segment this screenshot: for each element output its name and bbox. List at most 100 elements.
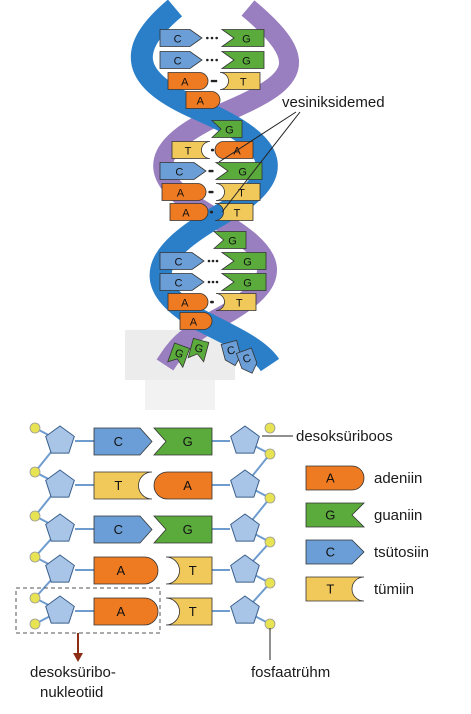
base-letter: G [183, 434, 193, 449]
legend-swatch-guanine: G [305, 502, 365, 528]
base-letter: C [114, 434, 123, 449]
phosphate-group [29, 551, 41, 563]
guanine-shape [305, 502, 365, 528]
cytosine-shape [220, 339, 242, 367]
thymine-shape [93, 471, 153, 500]
deoxyribose-label: desoksüriboos [296, 428, 393, 445]
adenine-shape [161, 183, 207, 201]
ladder-base-right: T [165, 597, 213, 626]
thymine-shape [215, 293, 257, 311]
base-letter: G [242, 56, 251, 68]
base-letter: G [183, 522, 193, 537]
base-letter: C [175, 278, 183, 290]
cytosine-shape [159, 51, 203, 69]
helix-base-left: C [159, 162, 207, 180]
hydrogen-bond-dot [210, 79, 214, 83]
helix-base-left: A [167, 72, 209, 90]
helix-base-left: T [171, 141, 211, 159]
nucleotide-label-line2: nukleotiid [40, 684, 103, 701]
hydrogen-bond-dot [211, 169, 214, 173]
base-letter: C [174, 34, 182, 46]
helix-base-right: G [214, 162, 263, 180]
cytosine-shape [93, 515, 153, 544]
ladder-base-right: T [165, 556, 213, 585]
deoxyribose-sugar [45, 513, 75, 542]
base-letter: T [236, 298, 243, 310]
base-letter: G [243, 278, 252, 290]
thymine-shape [214, 203, 254, 221]
base-letter: A [182, 208, 190, 220]
thymine-shape [171, 141, 211, 159]
deoxyribose-sugar [45, 425, 75, 454]
ladder-base-right: G [153, 427, 213, 456]
helix-base-left: C [159, 273, 205, 291]
deoxyribose-sugar [45, 469, 75, 498]
hydrogen-bond-dot [215, 259, 219, 263]
helix-base-right: T [215, 293, 257, 311]
hydrogen-bond-dot [211, 190, 214, 194]
deoxyribose-sugar [230, 595, 260, 624]
base-letter: A [117, 563, 126, 578]
helix-base-left: C [159, 51, 203, 69]
phosphate-group [264, 492, 276, 504]
guanine-shape [220, 273, 267, 291]
legend-swatch-adenine: A [305, 465, 365, 491]
base-letter: A [233, 146, 241, 158]
cytosine-shape [159, 29, 203, 47]
legend-label-thymine: tümiin [374, 581, 414, 598]
guanine-shape [220, 29, 265, 47]
helix-base-right: T [219, 72, 261, 90]
base-letter: C [174, 56, 182, 68]
phosphate-group [29, 422, 41, 434]
hydrogen-bond-dot [215, 280, 219, 284]
legend-label-adenine: adeniin [374, 470, 422, 487]
adenine-shape [93, 556, 159, 585]
base-letter: G [193, 342, 204, 356]
deoxyribose-sugar [230, 425, 260, 454]
adenine-shape [167, 72, 209, 90]
phosphate-group [264, 448, 276, 460]
base-letter: T [114, 478, 122, 493]
phosphate-group [264, 422, 276, 434]
guanine-shape [210, 120, 243, 138]
phosphate-label: fosfaatrühm [251, 664, 330, 681]
legend-swatch-thymine: T [305, 576, 365, 602]
base-letter: T [238, 188, 245, 200]
helix-base-right: G [220, 273, 267, 291]
base-letter: C [175, 257, 183, 269]
guanine-shape [167, 342, 191, 369]
deoxyribose-sugar [45, 595, 75, 624]
ladder-base-left: C [93, 427, 153, 456]
hydrogen-bond-dot [206, 36, 209, 40]
hydrogen-bond-dot [211, 280, 215, 284]
base-letter: A [117, 604, 126, 619]
helix-base-left: A [185, 91, 221, 109]
thymine-shape [165, 597, 213, 626]
base-letter: G [228, 236, 237, 248]
guanine-shape [220, 252, 267, 270]
deoxyribose-sugar [45, 554, 75, 583]
helix-base-right: G [220, 29, 265, 47]
helix-pair: A [179, 312, 213, 330]
phosphate-group [29, 466, 41, 478]
base-letter: C [175, 167, 183, 179]
guanine-shape [212, 231, 247, 249]
helix-base-right: G [220, 51, 265, 69]
helix-pair: G [210, 120, 243, 138]
base-letter: C [226, 344, 237, 358]
guanine-shape [220, 51, 265, 69]
helix-base-left: A [179, 312, 213, 330]
hydrogen-bond-dot [210, 148, 214, 152]
strand-end-base: G [167, 342, 191, 369]
